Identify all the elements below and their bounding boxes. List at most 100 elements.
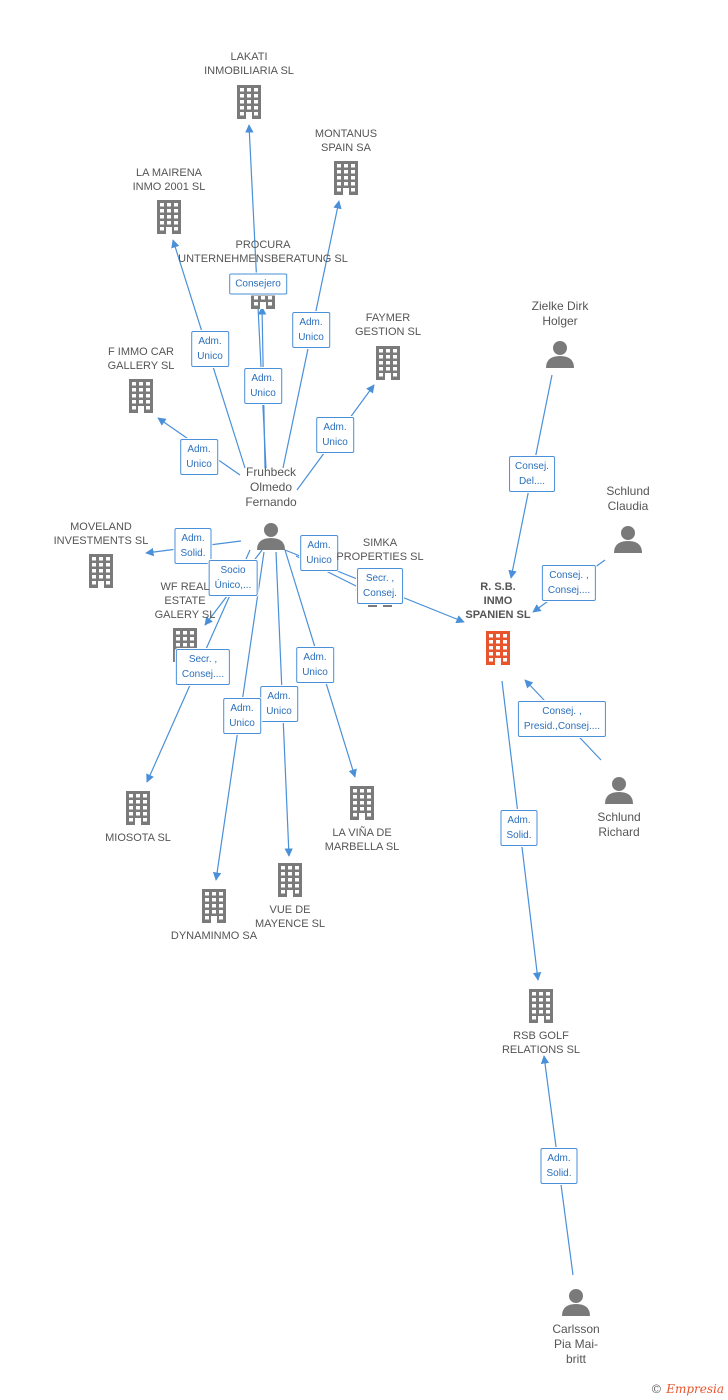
edge-label-line: Consej.... bbox=[547, 585, 591, 596]
node-label-line: GALERY SL bbox=[154, 609, 216, 621]
edge-label-montanus[interactable]: Adm.Unico bbox=[292, 312, 330, 348]
edge-label-rsbgolf[interactable]: Adm.Solid. bbox=[500, 810, 538, 846]
edge-label-line: Adm. bbox=[198, 336, 222, 347]
node-label-line: Zielke Dirk bbox=[531, 299, 589, 313]
edge-label-line: Solid. bbox=[506, 830, 532, 841]
edge-label-line: Unico bbox=[306, 555, 332, 566]
edge-label-line: Adm. bbox=[307, 540, 331, 551]
node-label-line: F IMMO CAR bbox=[107, 346, 174, 358]
node-label-line: Claudia bbox=[607, 499, 649, 513]
node-label-line: SPANIEN SL bbox=[465, 609, 531, 621]
edge-label-line: Consejero bbox=[235, 278, 281, 290]
node-label-line: MARBELLA SL bbox=[324, 841, 400, 853]
edge-label-line: Unico bbox=[186, 459, 212, 470]
edge-label-richard[interactable]: Consej. ,Presid.,Consej.... bbox=[517, 701, 607, 737]
edge-label-procura[interactable]: Consejero bbox=[229, 273, 287, 295]
node-label-line: WF REAL bbox=[160, 581, 210, 593]
node-label-miosota[interactable]: MIOSOTA SL bbox=[105, 831, 171, 845]
edge-label-vuede[interactable]: Adm.Unico bbox=[260, 686, 298, 722]
person-icon-richard[interactable] bbox=[605, 777, 633, 804]
building-icon-moveland[interactable] bbox=[89, 554, 113, 588]
building-icon-rsbgolf[interactable] bbox=[529, 989, 553, 1023]
brand-logo[interactable]: Empresia bbox=[666, 1382, 724, 1396]
node-label-line: GESTION SL bbox=[354, 326, 422, 338]
node-label-line: LA MAIRENA bbox=[135, 167, 203, 179]
edge-label-line: Consej. bbox=[515, 461, 549, 472]
edge-label-fimmo[interactable]: Adm.Unico bbox=[180, 439, 218, 475]
building-icon-vuede[interactable] bbox=[278, 863, 302, 897]
node-label-lavina[interactable]: LA VIÑA DE MARBELLA SL bbox=[325, 826, 400, 854]
building-icon-mairena[interactable] bbox=[157, 200, 181, 234]
edge-label-simka[interactable]: Adm. Unico bbox=[300, 535, 338, 571]
node-label-faymer[interactable]: FAYMER GESTION SL bbox=[355, 311, 421, 339]
building-icon-faymer[interactable] bbox=[376, 346, 400, 380]
person-icon-carlsson[interactable] bbox=[562, 1289, 590, 1316]
edge-label-lavina[interactable]: Adm.Unico bbox=[296, 647, 334, 683]
node-label-line: INMOBILIARIA SL bbox=[204, 65, 294, 77]
node-label-line: INVESTMENTS SL bbox=[53, 535, 149, 547]
edge-label-dynaminmo[interactable]: Adm.Unico bbox=[223, 698, 261, 734]
edge-label-moveland[interactable]: Adm.Solid. bbox=[174, 528, 212, 564]
building-icon-montanus[interactable] bbox=[334, 161, 358, 195]
edge-label-faymer[interactable]: Adm.Unico bbox=[316, 417, 354, 453]
node-label-line: Schlund bbox=[606, 484, 650, 498]
building-icon-rsb[interactable] bbox=[486, 631, 510, 665]
edge-label-rsb-fr[interactable]: Secr. ,Consej. bbox=[357, 568, 403, 604]
node-label-line: Holger bbox=[542, 314, 578, 328]
edge-label-line: Adm. bbox=[181, 533, 205, 544]
edge-label-miosota[interactable]: Secr. , Consej.... bbox=[175, 649, 231, 685]
node-label-line: RELATIONS SL bbox=[501, 1044, 581, 1056]
building-icon-lakati[interactable] bbox=[237, 85, 261, 119]
building-icon-fimmo[interactable] bbox=[129, 379, 153, 413]
footer-brand: © Empresia bbox=[650, 1382, 724, 1396]
node-label-line: UNTERNEHMENSBERATUNG SL bbox=[178, 253, 348, 265]
node-label-line: FAYMER bbox=[365, 312, 411, 324]
edge-label-line: Adm. bbox=[267, 691, 291, 702]
person-icon-claudia[interactable] bbox=[614, 526, 642, 553]
edge-label-mairena[interactable]: Adm.Unico bbox=[191, 331, 229, 367]
building-icon-miosota[interactable] bbox=[126, 791, 150, 825]
node-label-line: Carlsson bbox=[552, 1322, 600, 1336]
node-label-moveland[interactable]: MOVELAND INVESTMENTS SL bbox=[54, 520, 149, 548]
edge-label-line: Unico bbox=[250, 388, 276, 399]
edge-label-line: Único,... bbox=[214, 580, 252, 591]
node-label-line: LA VIÑA DE bbox=[332, 827, 392, 839]
edge-label-carlsson[interactable]: Adm.Solid. bbox=[540, 1148, 578, 1184]
edge-label-line: Consej.... bbox=[181, 669, 225, 680]
edge-label-line: Consej. , bbox=[542, 706, 582, 717]
node-label-line: PROPERTIES SL bbox=[336, 551, 424, 563]
node-label-line: INMO bbox=[483, 595, 513, 607]
node-label-line: MIOSOTA SL bbox=[105, 832, 171, 844]
copyright-symbol: © bbox=[650, 1382, 663, 1396]
node-label-line: Olmedo bbox=[249, 480, 293, 494]
node-label-dynaminmo[interactable]: DYNAMINMO SA bbox=[171, 929, 257, 943]
nodes-layer bbox=[89, 85, 642, 1316]
person-icon-zielke[interactable] bbox=[546, 341, 574, 368]
building-icon-dynaminmo[interactable] bbox=[202, 889, 226, 923]
node-label-line: MOVELAND bbox=[70, 521, 132, 533]
node-label-line: MAYENCE SL bbox=[254, 918, 326, 930]
building-icon-lavina[interactable] bbox=[350, 786, 374, 820]
edge-label-lakati[interactable]: Adm.Unico bbox=[244, 368, 282, 404]
edge-label-line: Secr. , bbox=[188, 654, 218, 665]
edge-label-claudia[interactable]: Consej. ,Consej.... bbox=[541, 565, 597, 601]
person-icon-fruhbeck[interactable] bbox=[257, 523, 285, 550]
edge-label-zielke[interactable]: Consej.Del.... bbox=[509, 456, 555, 492]
